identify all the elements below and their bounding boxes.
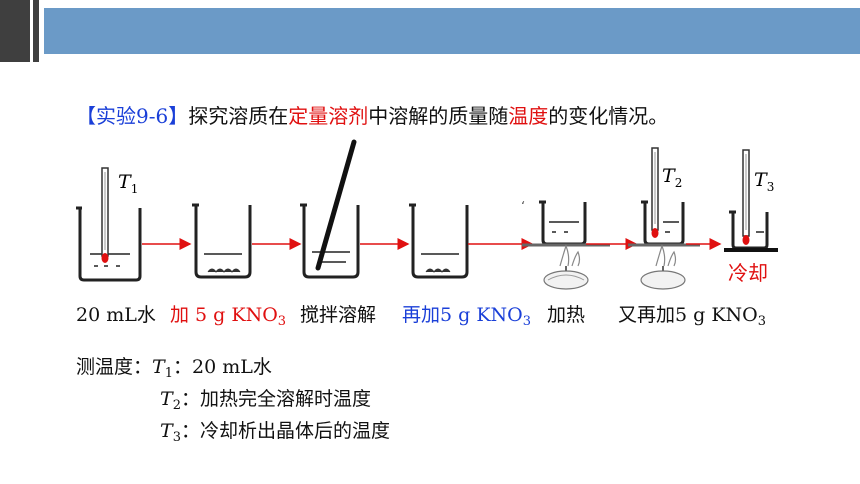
- thermometer-2: [651, 147, 659, 238]
- header-dark-block: [0, 0, 30, 62]
- beaker-5: ʻ: [521, 199, 587, 246]
- measurement-3: T3：冷却析出晶体后的温度: [160, 420, 390, 445]
- experiment-diagram: T1 ʻ: [76, 139, 778, 290]
- step-labels: 20 mL水 加 5 g KNO3 搅拌溶解 再加5 g KNO3 加热 又再加…: [0, 300, 860, 336]
- thermometer-1-label: T1: [118, 171, 138, 196]
- header-stripe: [33, 0, 39, 62]
- step-4-label: 再加5 g KNO3: [402, 304, 532, 329]
- step-3-label: 搅拌溶解: [300, 304, 377, 326]
- step-1-label: 20 mL水: [76, 304, 156, 326]
- title-highlight-solvent: 定量溶剂: [288, 104, 369, 128]
- alcohol-lamp-2: [640, 244, 686, 290]
- beaker-6: [641, 200, 685, 246]
- svg-text:ʻ: ʻ: [521, 199, 525, 213]
- measurement-2: T2：加热完全溶解时温度: [160, 388, 371, 413]
- title-segment-5: 的变化情况。: [548, 104, 669, 128]
- title-segment-1: 探究溶质在: [188, 104, 289, 128]
- experiment-title: 【实验9-6】探究溶质在定量溶剂中溶解的质量随温度的变化情况。: [76, 100, 668, 129]
- step-5-label: 加热: [547, 304, 586, 326]
- cooling-label: 冷却: [728, 261, 768, 285]
- title-highlight-temperature: 温度: [508, 104, 549, 128]
- step-2-label: 加 5 g KNO3: [170, 304, 287, 329]
- title-segment-3: 中溶解的质量随: [368, 104, 509, 128]
- beaker-4: [409, 203, 469, 279]
- measurement-heading: 测温度：: [76, 356, 153, 378]
- thermometer-2-label: T2: [662, 165, 682, 190]
- beaker-3: [300, 203, 360, 279]
- alcohol-lamp-1: [543, 244, 589, 290]
- step-6-label: 又再加5 g KNO3: [618, 304, 767, 329]
- thermometer-1: [101, 167, 109, 263]
- thermometer-3-label: T3: [754, 169, 774, 194]
- header-blue-band: [44, 8, 860, 54]
- experiment-tag: 【实验9-6】: [76, 104, 189, 128]
- stirring-rod: [315, 139, 357, 271]
- header-bar: [0, 0, 860, 62]
- measurement-1: 测温度：T1：20 mL水: [76, 356, 272, 381]
- beaker-1: [76, 206, 142, 282]
- thermometer-3: [742, 149, 750, 245]
- beaker-2: [192, 203, 252, 279]
